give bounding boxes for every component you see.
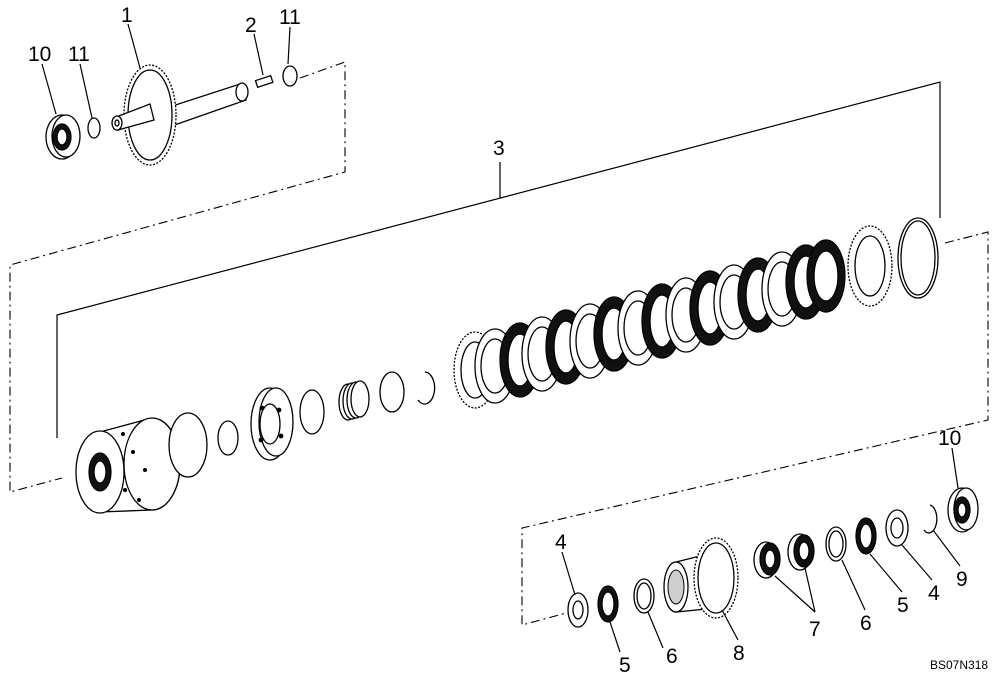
callout-4-left: 4 <box>555 531 567 554</box>
leader-9 <box>932 529 961 567</box>
leader-4-left <box>561 551 576 596</box>
bearing-top <box>45 114 81 160</box>
clutch-disc-pack <box>453 239 846 409</box>
piston <box>250 387 294 461</box>
callout-4-right: 4 <box>928 582 940 605</box>
leader-5-right <box>869 553 903 593</box>
thrust-bearing-right <box>855 517 877 555</box>
shaft-assembly-boundary <box>9 61 346 493</box>
leader-8 <box>721 609 739 641</box>
clutch-drum <box>75 417 181 514</box>
callout-3: 3 <box>493 137 505 160</box>
callout-11-left: 11 <box>68 43 90 66</box>
callout-9: 9 <box>956 568 968 591</box>
leader-1 <box>127 23 141 69</box>
callout-2: 2 <box>245 14 257 37</box>
pin <box>254 74 274 89</box>
callout-10-bottom: 10 <box>938 427 961 450</box>
leader-10-bottom <box>951 447 959 489</box>
end-plate <box>847 225 893 307</box>
leader-4-right <box>901 544 933 581</box>
bearing-bottom <box>947 487 979 533</box>
piston-ring <box>299 389 325 435</box>
spring <box>338 380 370 421</box>
callout-6-left: 6 <box>666 645 678 668</box>
callout-8: 8 <box>733 642 745 665</box>
leader-2 <box>253 33 264 76</box>
needle-bearing-1 <box>753 541 781 579</box>
spring-retainer <box>379 371 405 413</box>
thrust-washer-left <box>567 592 589 628</box>
callout-11-right: 11 <box>279 6 301 29</box>
leader-11-left <box>79 63 93 119</box>
snap-ring-right <box>282 65 298 87</box>
seal-ring-small <box>217 420 239 456</box>
callout-5-right: 5 <box>897 594 909 617</box>
snap-ring-drum <box>417 371 436 405</box>
leader-11-right <box>287 26 291 65</box>
callout-5-left: 5 <box>619 654 631 676</box>
seal-ring-large <box>168 412 208 478</box>
clutch-gear <box>663 537 739 619</box>
leader-6-left <box>647 611 664 649</box>
snap-ring-left <box>87 117 101 139</box>
gear-shaft <box>111 64 249 166</box>
callout-6-right: 6 <box>860 612 872 635</box>
callout-10-top: 10 <box>28 43 51 66</box>
leader-6-right <box>841 559 866 611</box>
snap-ring-9 <box>923 504 938 534</box>
group-3-bracket <box>56 81 941 438</box>
callout-1: 1 <box>121 4 133 27</box>
needle-bearing-2 <box>787 533 815 571</box>
thrust-washer-right <box>885 509 909 547</box>
leader-7 <box>774 567 816 613</box>
thrust-bearing-left <box>597 585 619 623</box>
leader-10-top <box>41 63 57 115</box>
callout-7: 7 <box>809 618 821 641</box>
leader-5-left <box>609 621 621 653</box>
drawing-reference-code: BS07N318 <box>930 658 988 672</box>
